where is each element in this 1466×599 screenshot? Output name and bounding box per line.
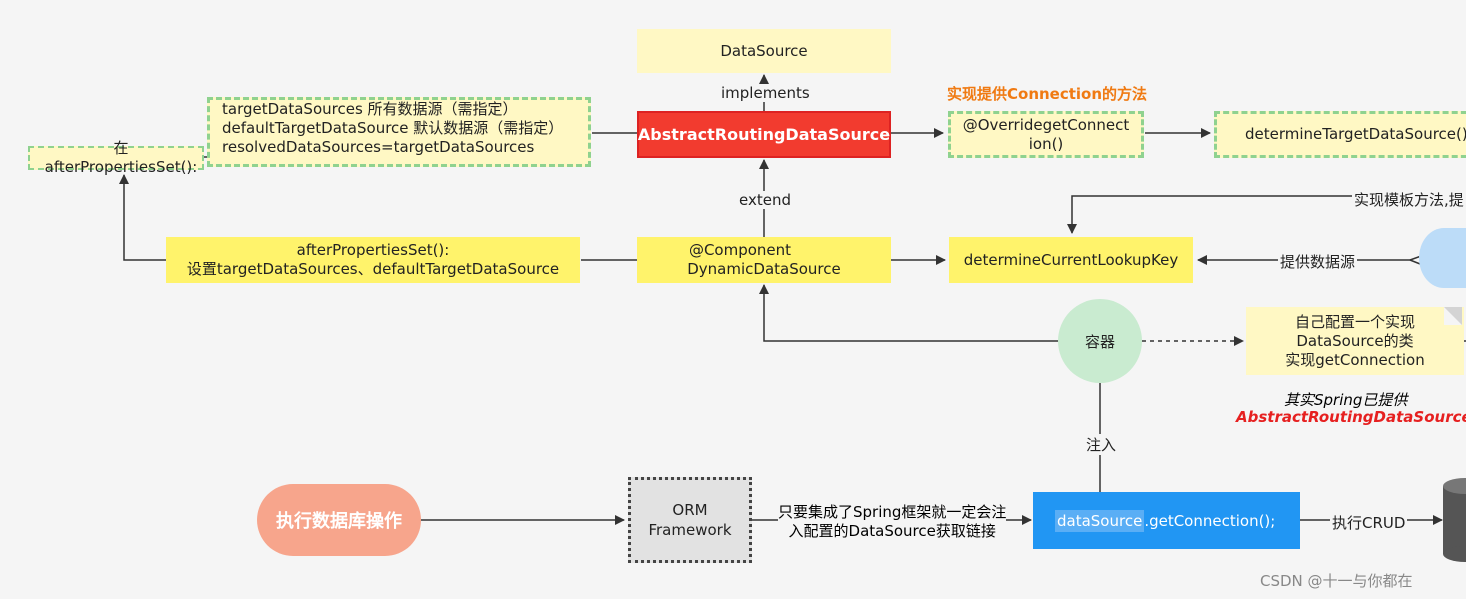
datasource-label: DataSource (720, 41, 808, 60)
edge-template-method (1067, 195, 1466, 234)
get-connection-node: dataSource.getConnection(); (1033, 492, 1300, 549)
extend-label: extend (737, 191, 793, 209)
aps-line-1: afterPropertiesSet(): (296, 241, 450, 259)
datasource-node: DataSource (637, 29, 891, 73)
aps-line-2: 设置targetDataSources、defaultTargetDataSou… (186, 260, 560, 278)
determine-lookup-key-label: determineCurrentLookupKey (963, 250, 1179, 269)
orm-line-1: ORM (672, 501, 708, 519)
spring-integration-line-1: 只要集成了Spring框架就一定会注 (778, 503, 1007, 521)
override-getconnection-node: @OverridegetConnect ion() (948, 111, 1144, 158)
note-line-2: DataSource的类 (1296, 331, 1414, 350)
note-line-1: 自己配置一个实现 (1294, 312, 1415, 331)
self-config-note: 自己配置一个实现 DataSource的类 实现getConnection (1246, 307, 1464, 375)
note-fold-corner (1444, 307, 1462, 325)
override-line-2: ion() (1028, 134, 1064, 153)
dynamic-line-1: @Component (688, 241, 792, 259)
targets-line-2: defaultTargetDataSource 默认数据源（需指定） (222, 119, 564, 137)
container-label: 容器 (1084, 332, 1115, 351)
orm-framework-node: ORM Framework (628, 477, 752, 563)
exec-db-label: 执行数据库操作 (276, 511, 402, 532)
datasource-highlight: dataSource (1055, 509, 1145, 532)
dynamic-line-2: DynamicDataSource (687, 260, 841, 278)
targets-line-1: targetDataSources 所有数据源（需指定） (222, 100, 518, 118)
determine-lookup-key-node: determineCurrentLookupKey (949, 237, 1193, 283)
partial-blue-node (1419, 228, 1444, 288)
targets-line-3: resolvedDataSources=targetDataSources (222, 138, 535, 156)
note-line-3: 实现getConnection (1285, 350, 1425, 369)
after-properties-set-node: afterPropertiesSet(): 设置targetDataSource… (166, 237, 580, 283)
determine-target-node: determineTargetDataSource() (1214, 111, 1466, 158)
implements-label: implements (719, 84, 812, 102)
dynamic-datasource-node: @Component DynamicDataSource (637, 237, 891, 283)
impl-connection-method-label: 实现提供Connection的方法 (947, 85, 1148, 103)
spring-integration-label: 只要集成了Spring框架就一定会注 入配置的DataSource获取链接 (778, 503, 1007, 541)
database-icon (1443, 478, 1466, 562)
target-datasources-box: targetDataSources 所有数据源（需指定） defaultTarg… (207, 97, 591, 167)
edge-container-to-dynamic (759, 284, 1059, 342)
abstract-routing-label: AbstractRoutingDataSource (637, 125, 891, 144)
watermark: CSDN @十一与你都在 (1260, 572, 1413, 590)
override-line-1: @OverridegetConnect (962, 115, 1130, 134)
exec-crud-label: 执行CRUD (1330, 512, 1408, 533)
provide-datasource-label: 提供数据源 (1278, 251, 1358, 272)
spring-integration-line-2: 入配置的DataSource获取链接 (788, 522, 996, 540)
spring-provides-label: 其实Spring已提供 (1284, 391, 1408, 409)
after-props-left-label: 在afterPropertiesSet(): (44, 139, 198, 176)
get-connection-call: .getConnection(); (1144, 511, 1276, 530)
spring-provides-class-label: AbstractRoutingDataSource (1236, 408, 1466, 426)
edge-aps-to-left (119, 174, 166, 261)
determine-target-label: determineTargetDataSource() (1245, 125, 1466, 143)
template-method-label: 实现模板方法,提 (1352, 189, 1466, 210)
inject-label: 注入 (1084, 434, 1119, 455)
after-props-left-box: 在afterPropertiesSet(): (28, 139, 204, 176)
container-circle: 容器 (1058, 299, 1142, 383)
exec-db-operation-node: 执行数据库操作 (257, 484, 421, 556)
abstract-routing-node: AbstractRoutingDataSource (637, 111, 891, 158)
orm-line-2: Framework (648, 521, 732, 539)
